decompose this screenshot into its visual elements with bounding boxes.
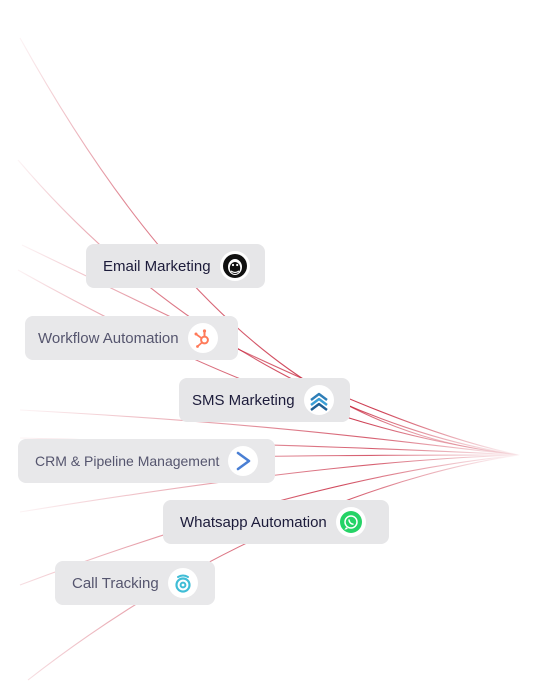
integration-label: Whatsapp Automation xyxy=(180,513,327,531)
integration-label: CRM & Pipeline Management xyxy=(35,453,220,469)
integration-chip-email-marketing[interactable]: Email Marketing xyxy=(86,244,265,288)
hubspot-icon xyxy=(187,323,218,353)
whatsapp-icon xyxy=(335,507,366,537)
integration-chip-whatsapp-automation[interactable]: Whatsapp Automation xyxy=(163,500,389,544)
integration-chip-crm-pipeline[interactable]: CRM & Pipeline Management xyxy=(18,439,275,483)
integration-label: Email Marketing xyxy=(103,257,211,275)
chevrons-up-icon xyxy=(303,385,334,415)
integration-label: Workflow Automation xyxy=(38,329,179,347)
connector-line xyxy=(19,409,521,456)
connector-line xyxy=(19,454,521,586)
call-tracking-icon xyxy=(167,568,198,598)
connector-line xyxy=(19,454,521,513)
integration-label: SMS Marketing xyxy=(192,391,295,409)
mailchimp-icon xyxy=(219,251,250,281)
integration-label: Call Tracking xyxy=(72,574,159,592)
arrow-right-icon xyxy=(228,446,259,476)
integration-chip-sms-marketing[interactable]: SMS Marketing xyxy=(179,378,350,422)
integration-chip-workflow-automation[interactable]: Workflow Automation xyxy=(25,316,238,360)
integration-chip-call-tracking[interactable]: Call Tracking xyxy=(55,561,215,605)
connector-line xyxy=(17,159,521,456)
